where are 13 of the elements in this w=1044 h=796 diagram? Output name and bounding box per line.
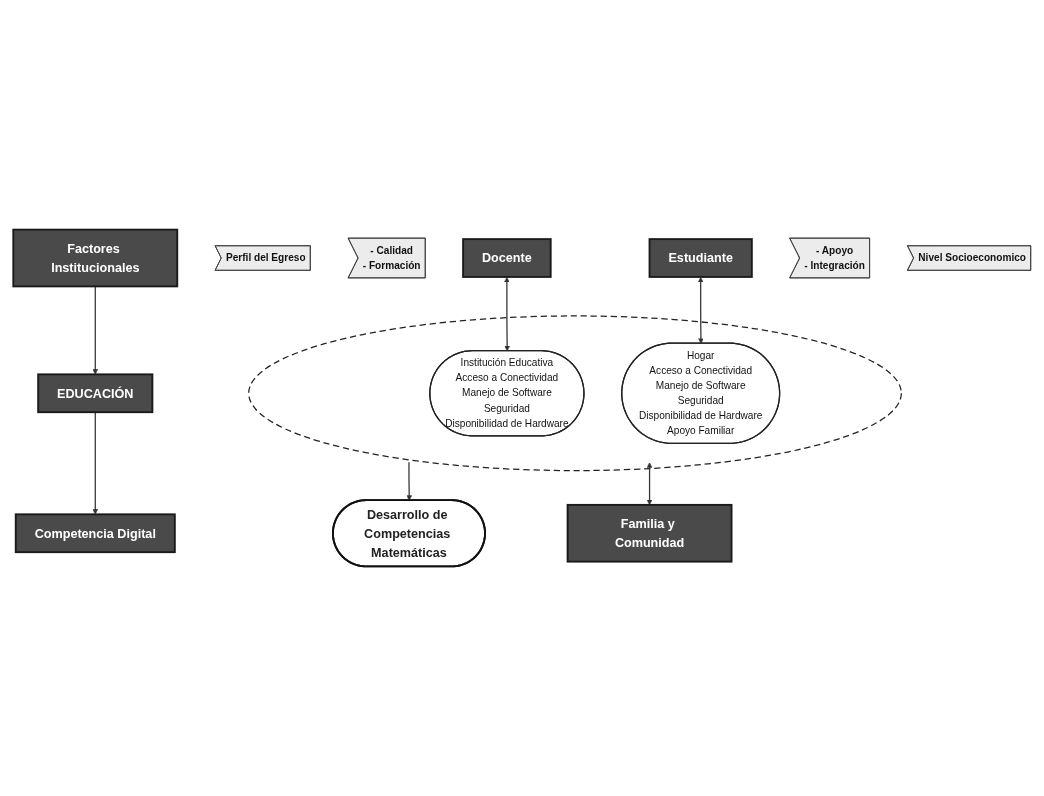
arrow (406, 461, 412, 501)
node-box: Factores Institucionales (12, 228, 179, 288)
arrow (504, 276, 510, 352)
node-box: Docente (462, 238, 552, 278)
arrow (646, 462, 653, 506)
node-box: Familia y Comunidad (566, 503, 733, 563)
arrow (697, 276, 704, 344)
cluster (248, 315, 902, 472)
arrow (92, 411, 99, 515)
node-box: Competencia Digital (14, 513, 176, 554)
node-box: Estudiante (648, 238, 753, 278)
node-box: EDUCACIÓN (37, 373, 154, 414)
arrow (92, 285, 99, 375)
